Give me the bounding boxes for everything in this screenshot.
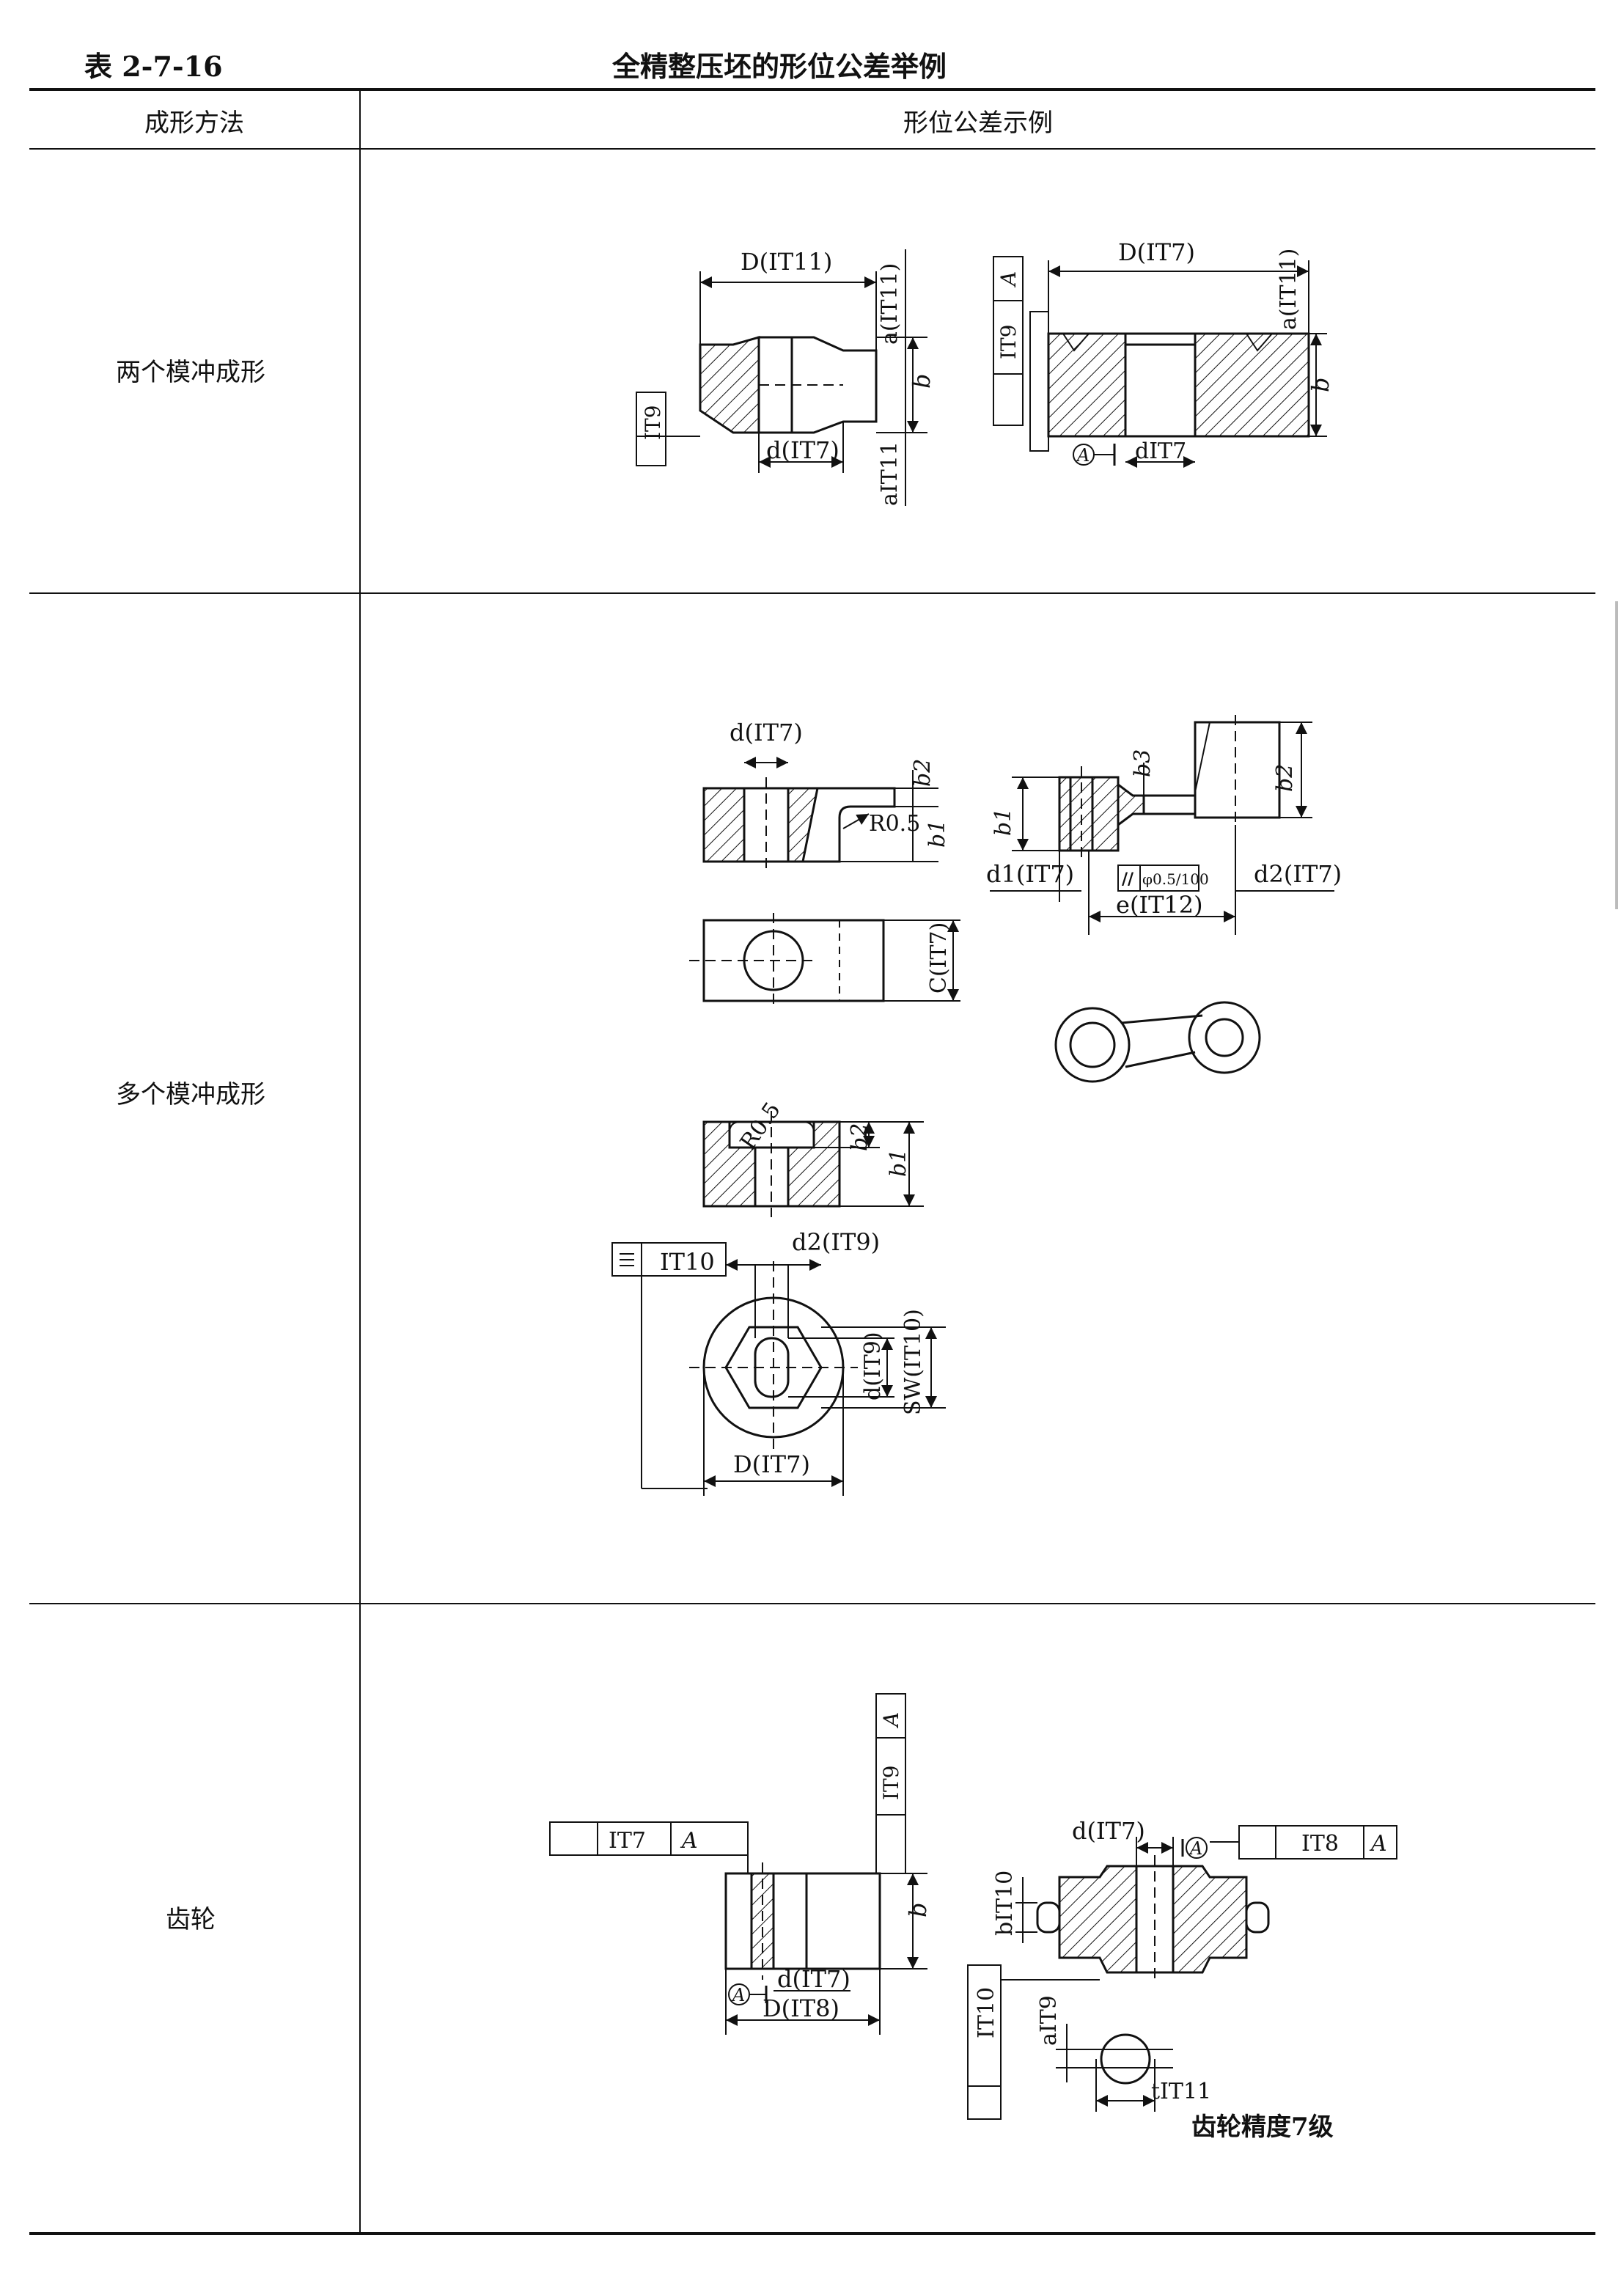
table-top-rule: [29, 88, 1595, 91]
row1-frame-IT9: IT9: [996, 324, 1021, 359]
row2-dim-d2-IT9: d2(IT9): [792, 1228, 880, 1256]
row3-datum-A-right: A: [1188, 1838, 1202, 1859]
scan-edge-mark: [1615, 601, 1618, 909]
row1-dim-D-IT11: D(IT11): [741, 248, 832, 276]
row2-dim-R05: R0.5: [869, 811, 920, 837]
row3-gear-precision-note: 齿轮精度7级: [1191, 2112, 1334, 2142]
row1-dim-D-IT7: D(IT7): [1118, 238, 1195, 266]
row1-bottom-rule: [29, 592, 1595, 594]
row2-frame-sym-IT10: IT10: [660, 1248, 715, 1276]
row2-dim-b1: b1: [925, 820, 950, 848]
row-label-gear: 齿轮: [166, 1905, 216, 1934]
row2-dim-d2-IT7: d2(IT7): [1254, 860, 1342, 888]
row2-dim-b1-left: b1: [991, 808, 1016, 836]
row1-frame-IT9: IT9: [641, 405, 665, 440]
row3-frame-A-vert: A: [879, 1712, 903, 1729]
row2-dim-b2-b: b2: [847, 1123, 872, 1151]
header-bottom-rule: [29, 148, 1595, 150]
row1-right-drawing: [993, 256, 1327, 468]
row2-bottom-rule: [29, 1603, 1595, 1604]
row2-parallel-tolerance: φ0.5/100: [1142, 870, 1209, 888]
row2-dim-e-IT12: e(IT12): [1116, 891, 1203, 919]
row3-dim-bIT10: bIT10: [992, 1871, 1018, 1936]
row3-datum-A: A: [731, 1985, 745, 2005]
row3-frame-IT9-vert: IT9: [879, 1765, 903, 1800]
row2-dim-d-IT9: d(IT9): [860, 1332, 886, 1401]
row2-dim-C-IT7: C(IT7): [926, 922, 952, 994]
column-divider: [359, 88, 361, 2235]
row2-dim-SW-IT10: SW(IT10): [900, 1309, 926, 1415]
row1-left-drawing: [636, 249, 927, 506]
row-label-multi-punch: 多个模冲成形: [116, 1080, 265, 1109]
row2-part-c: [702, 1111, 924, 1217]
table-bottom-rule: [29, 2232, 1595, 2235]
row2-dim-d-IT7: d(IT7): [730, 719, 803, 746]
row3-dim-aIT9: aIT9: [1036, 1995, 1062, 2046]
row3-right-drawing: [967, 1825, 1397, 2120]
row2-dim-b2: b2: [910, 759, 936, 787]
row3-dim-tIT11: tIT11: [1151, 2079, 1211, 2104]
row2-part-d: [611, 1242, 946, 1496]
row-label-two-punch: 两个模冲成形: [116, 358, 265, 387]
row1-dim-b-right: b: [1307, 378, 1334, 392]
row3-dim-d-IT7-right: d(IT7): [1072, 1817, 1145, 1845]
row1-dim-a-IT11-right: a(IT11): [1276, 249, 1301, 330]
row3-frame-IT8: IT8: [1301, 1831, 1339, 1857]
row3-dim-b: b: [904, 1903, 932, 1917]
row1-dim-a-IT11-top: a(IT11): [877, 263, 903, 345]
header-examples: 形位公差示例: [903, 109, 1053, 138]
row1-datum-A: A: [1076, 445, 1090, 466]
row3-frame-A: A: [680, 1828, 698, 1854]
table-number: 表 2-7-16: [84, 50, 223, 83]
row3-frame-IT10: IT10: [974, 1987, 999, 2038]
row2-dim-b2-right: b2: [1272, 764, 1298, 792]
row2-dim-b1-b: b1: [886, 1149, 911, 1177]
table-title: 全精整压坯的形位公差举例: [612, 50, 947, 83]
header-method: 成形方法: [144, 109, 244, 138]
row1-dim-b: b: [908, 374, 936, 389]
row1-dim-d-IT7: d(IT7): [766, 436, 839, 464]
row2-dim-D-IT7: D(IT7): [733, 1450, 810, 1478]
row3-frame-IT7: IT7: [609, 1828, 646, 1854]
row1-dim-dIT7: dIT7: [1135, 438, 1186, 464]
row2-parallel-symbol: //: [1122, 870, 1134, 889]
row2-part-a: [689, 757, 960, 1008]
row1-dim-a-IT11-bottom: aIT11: [877, 441, 903, 506]
row2-dim-b3: b3: [1130, 749, 1155, 777]
row3-left-drawing: [549, 1693, 927, 2035]
row3-dim-D-IT8: D(IT8): [763, 1994, 839, 2022]
row1-frame-A: A: [996, 271, 1021, 288]
row2-dim-d1-IT7: d1(IT7): [986, 860, 1074, 888]
row3-frame-A-right: A: [1369, 1831, 1387, 1857]
row3-dim-d-IT7: d(IT7): [777, 1965, 850, 1993]
row2-part-b: [990, 715, 1334, 1083]
